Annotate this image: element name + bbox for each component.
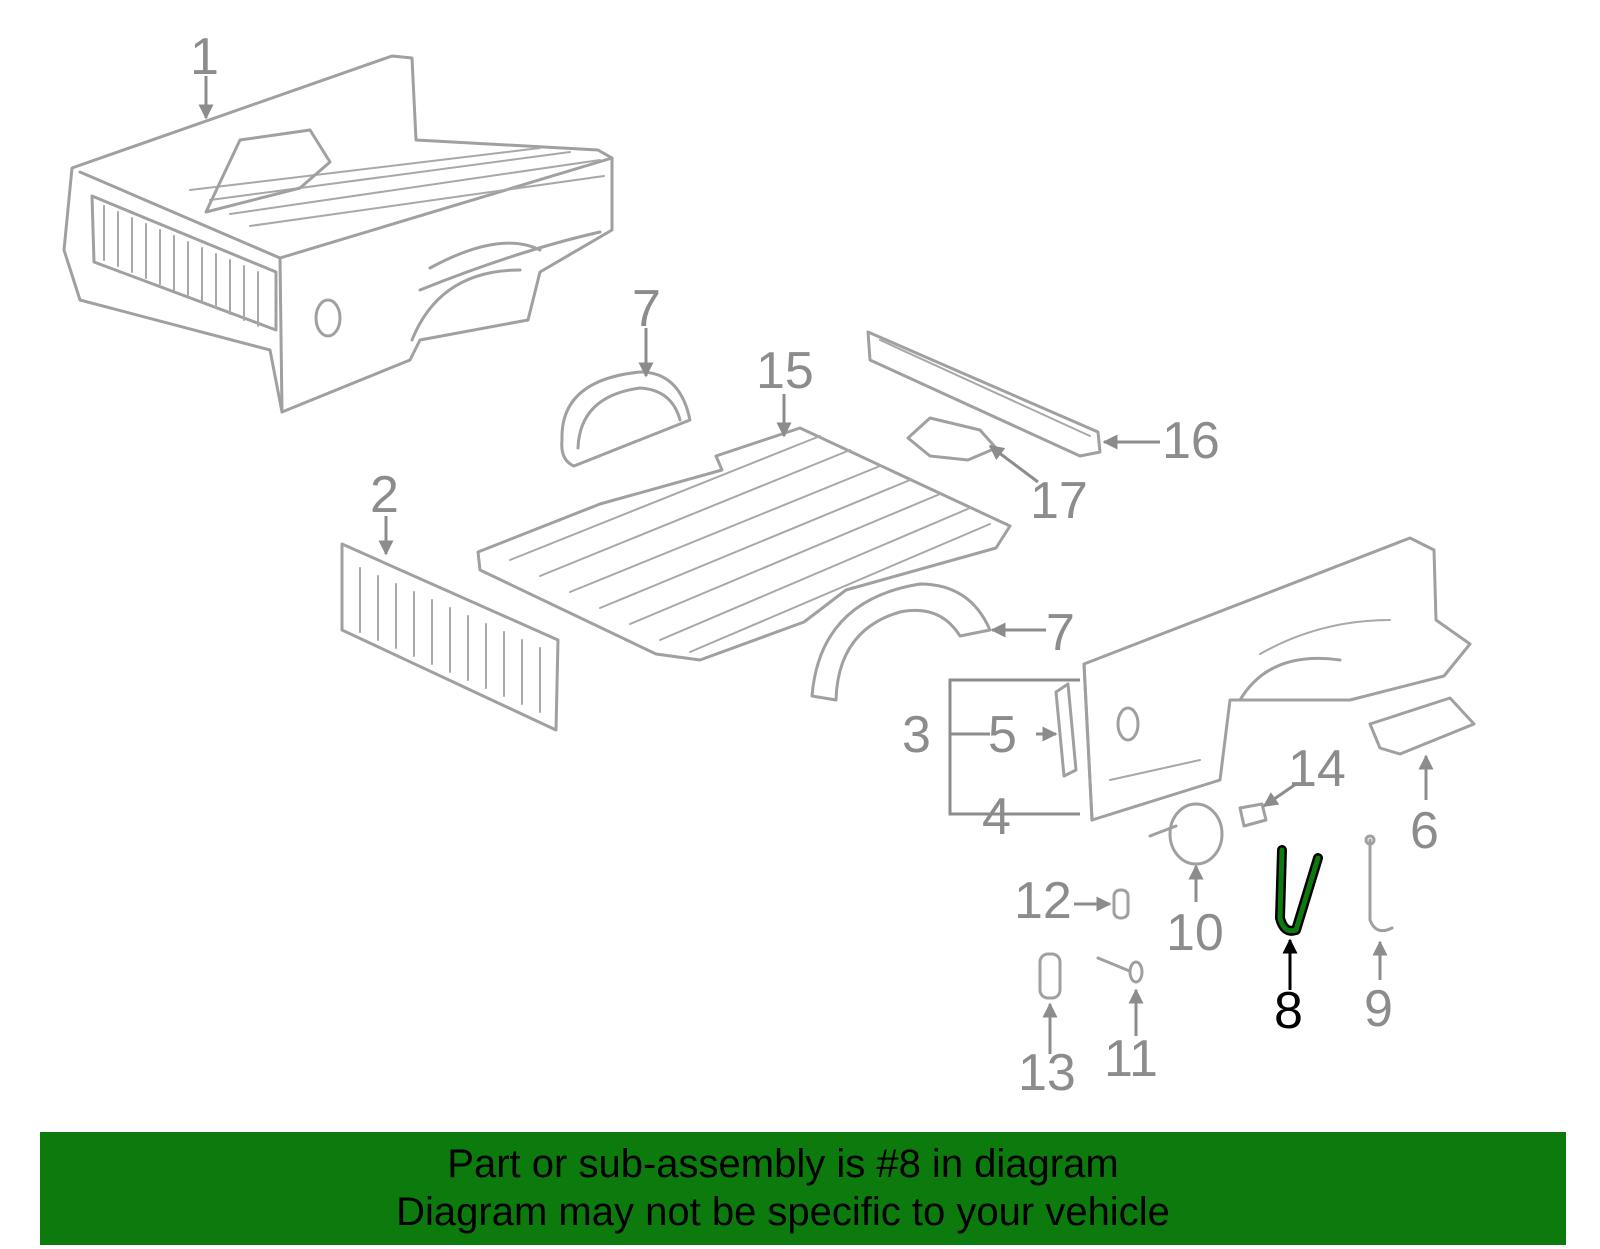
part-11-fastener [1096,956,1144,984]
callout-14: 14 [1288,740,1346,798]
part-10-fuel-door [1148,802,1224,866]
callout-16: 16 [1162,412,1220,470]
callout-5: 5 [988,706,1017,764]
part-13-clip [1038,952,1062,1000]
part-14-bumper [1238,802,1268,828]
callout-17: 17 [1030,472,1088,530]
part-16-crossmember [866,330,1102,458]
callout-3: 3 [902,706,931,764]
info-banner: Part or sub-assembly is #8 in diagram Di… [40,1132,1566,1245]
part-7-inner-wheelhouse [560,370,692,468]
callout-15: 15 [756,342,814,400]
part-12-plug [1112,888,1130,920]
callout-12: 12 [1014,872,1072,930]
leader-lines [198,76,1434,1054]
part-1-pickup-box [62,54,614,414]
part-7-outer-wheelhouse [810,582,992,702]
callout-13: 13 [1018,1044,1076,1102]
callout-7-upper: 7 [632,280,661,338]
part-5-seal [1054,682,1078,778]
part-2-front-panel [340,542,560,732]
callout-8: 8 [1274,982,1303,1040]
part-15-floor [476,426,1012,662]
parts-diagram: 1 7 15 16 17 2 7 3 5 4 14 6 12 10 8 9 11… [62,28,1476,1102]
callout-10: 10 [1166,904,1224,962]
callout-9: 9 [1364,980,1393,1038]
callout-7-lower: 7 [1046,604,1075,662]
part-17-bracket [906,416,998,462]
callout-labels: 1 7 15 16 17 2 7 3 5 4 14 6 12 10 8 9 11… [190,28,1439,1102]
callout-11: 11 [1104,1030,1158,1088]
part-9-rod [1364,834,1394,933]
part-3-side-panel [1082,536,1472,822]
banner-line-2: Diagram may not be specific to your vehi… [396,1190,1170,1234]
callout-1: 1 [190,28,219,86]
callout-2: 2 [370,466,399,524]
callout-6: 6 [1410,802,1439,860]
part-6-splash-shield [1368,696,1476,756]
banner-line-1: Part or sub-assembly is #8 in diagram [447,1142,1119,1186]
part-8-highlighted [1275,845,1323,936]
callout-4: 4 [982,788,1011,846]
